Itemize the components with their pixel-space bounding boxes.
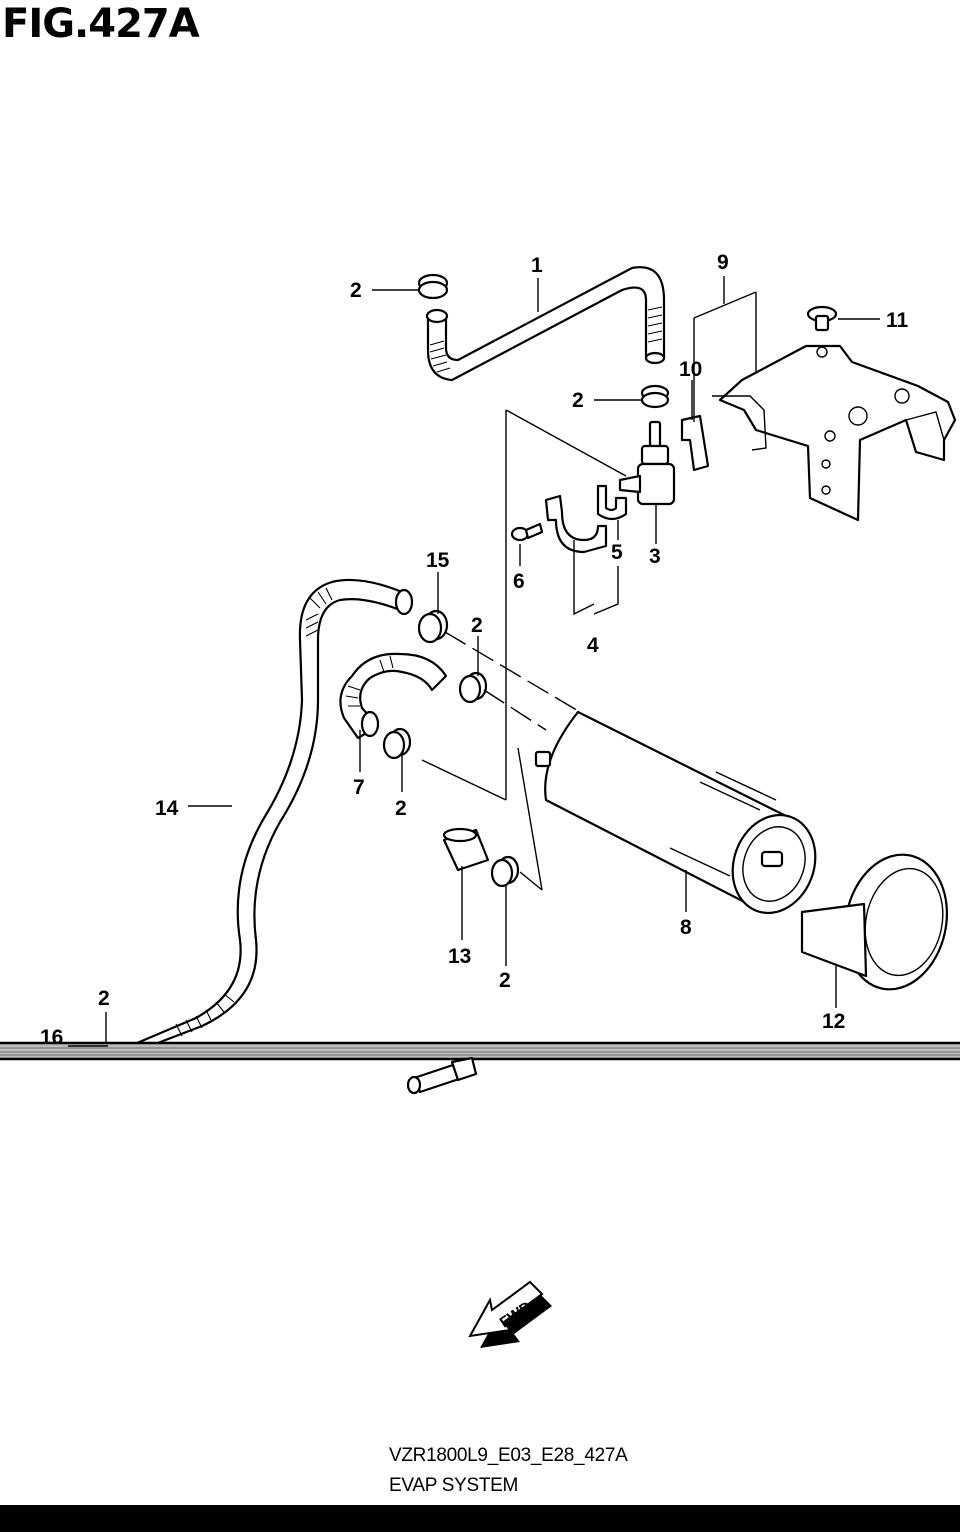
canister-part-8 xyxy=(534,710,817,915)
fitting-part-16 xyxy=(406,1056,478,1095)
callout-8: 8 xyxy=(680,916,692,939)
bracket-part-9 xyxy=(712,344,957,522)
callout-2: 2 xyxy=(350,279,362,302)
callout-3: 3 xyxy=(649,545,661,568)
sleeve-part-13 xyxy=(442,827,490,872)
figure-title: FIG.427A xyxy=(2,1,200,47)
holder-part-12 xyxy=(800,853,949,991)
reference-lines xyxy=(421,291,757,891)
clip-part-10 xyxy=(680,414,710,472)
bottom-bar xyxy=(0,1505,960,1532)
hose-part-1 xyxy=(425,266,666,382)
clamp-part-2-lower xyxy=(640,384,670,409)
callout-16: 16 xyxy=(40,1026,63,1049)
clamp-part-2-a xyxy=(458,671,488,704)
callout-13: 13 xyxy=(448,945,471,968)
callout-2: 2 xyxy=(471,614,483,637)
clamp-part-2-b xyxy=(382,727,412,760)
callout-6: 6 xyxy=(513,570,525,593)
clip-part-5 xyxy=(596,484,628,521)
callout-2: 2 xyxy=(499,969,511,992)
callout-4: 4 xyxy=(587,634,599,657)
callout-7: 7 xyxy=(353,776,365,799)
callout-5: 5 xyxy=(611,541,623,564)
callout-2: 2 xyxy=(98,987,110,1010)
callout-2: 2 xyxy=(395,797,407,820)
hose-part-7 xyxy=(339,652,448,740)
valve-part-3 xyxy=(618,420,676,506)
callout-11: 11 xyxy=(886,309,909,332)
callout-9: 9 xyxy=(717,251,729,274)
screw-part-6 xyxy=(510,522,544,542)
break-band-part-16 xyxy=(0,1041,960,1061)
callout-1: 1 xyxy=(531,254,543,277)
callout-10: 10 xyxy=(679,358,702,381)
clamp-part-15 xyxy=(417,609,449,644)
callout-12: 12 xyxy=(822,1010,845,1033)
callouts: 1 2 2 3 4 5 6 9 10 11 15 2 7 2 14 8 13 2… xyxy=(40,251,909,1049)
fwd-arrow-icon: FWD xyxy=(468,1280,552,1348)
callout-15: 15 xyxy=(426,549,450,572)
callout-14: 14 xyxy=(155,797,179,820)
figure-code: VZR1800L9_E03_E28_427A xyxy=(389,1445,628,1466)
callout-2: 2 xyxy=(572,389,584,412)
figure-caption: EVAP SYSTEM xyxy=(389,1475,519,1496)
bolt-part-11 xyxy=(806,305,838,332)
clamp-part-2-c xyxy=(490,855,520,888)
clamp-part-2-upper xyxy=(417,273,449,300)
leader-lines xyxy=(68,276,880,1047)
bracket-part-4 xyxy=(544,494,608,554)
